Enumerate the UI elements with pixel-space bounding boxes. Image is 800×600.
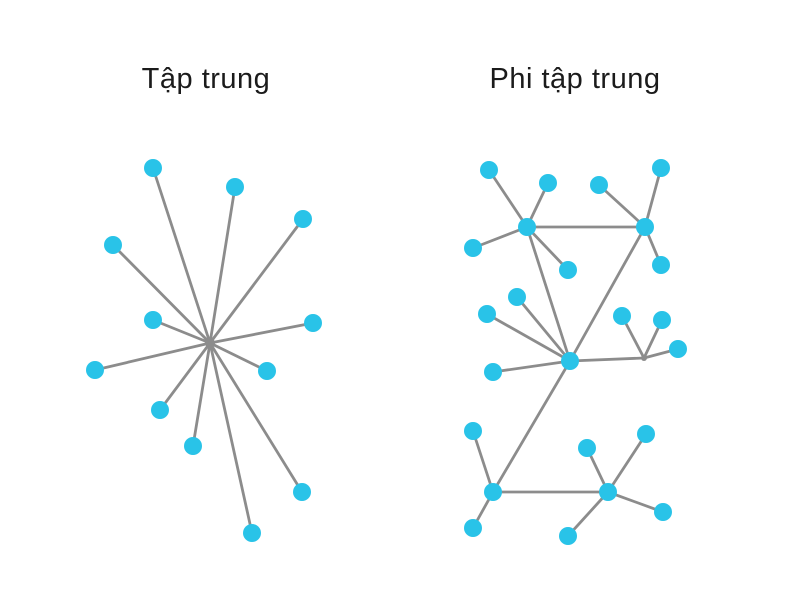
centralized-node xyxy=(258,362,276,380)
decentralized-node xyxy=(636,218,654,236)
centralized-edge xyxy=(111,243,212,345)
centralized-node xyxy=(184,437,202,455)
decentralized-edge xyxy=(606,490,665,514)
centralized-edge xyxy=(151,166,212,345)
decentralized-node xyxy=(539,174,557,192)
decentralized-edge xyxy=(471,225,529,250)
centralized-node xyxy=(293,483,311,501)
decentralized-edge xyxy=(515,295,572,363)
decentralized-node xyxy=(464,519,482,537)
decentralized-node xyxy=(480,161,498,179)
centralized-edge xyxy=(158,341,212,412)
centralized-edge xyxy=(208,185,237,345)
decentralized-edge xyxy=(487,168,529,229)
decentralized-title: Phi tập trung xyxy=(489,63,661,95)
decentralized-node xyxy=(669,340,687,358)
decentralized-edge xyxy=(568,356,646,363)
decentralized-node xyxy=(652,256,670,274)
centralized-node xyxy=(144,159,162,177)
decentralized-edge xyxy=(525,225,570,272)
decentralized-node xyxy=(478,305,496,323)
decentralized-node xyxy=(613,307,631,325)
decentralized-edge xyxy=(643,166,663,229)
decentralized-edge xyxy=(606,432,648,494)
centralized-title: Tập trung xyxy=(141,63,271,95)
decentralized-node xyxy=(559,527,577,545)
decentralized-node xyxy=(590,176,608,194)
centralized-edge xyxy=(93,341,212,372)
decentralized-edge xyxy=(566,490,610,538)
centralized-node xyxy=(243,524,261,542)
centralized-edge xyxy=(208,321,315,345)
decentralized-node xyxy=(508,288,526,306)
decentralized-edge xyxy=(491,359,572,494)
centralized-edge xyxy=(208,341,254,535)
decentralized-edge xyxy=(597,183,647,229)
centralized-edge xyxy=(191,341,212,448)
decentralized-node xyxy=(654,503,672,521)
centralized-node xyxy=(151,401,169,419)
centralized-node xyxy=(304,314,322,332)
decentralized-junction xyxy=(641,355,647,361)
centralized-edge xyxy=(208,341,304,494)
centralized-node xyxy=(144,311,162,329)
decentralized-edge xyxy=(491,359,572,374)
centralized-junction xyxy=(205,338,215,348)
decentralized-edge xyxy=(568,225,647,363)
decentralized-node xyxy=(464,239,482,257)
centralized-edge xyxy=(208,217,305,345)
centralized-edge xyxy=(151,318,212,345)
decentralized-node xyxy=(518,218,536,236)
centralized-node xyxy=(86,361,104,379)
decentralized-node xyxy=(653,311,671,329)
decentralized-node xyxy=(652,159,670,177)
decentralized-node xyxy=(484,363,502,381)
decentralized-node xyxy=(578,439,596,457)
centralized-edge xyxy=(208,341,269,373)
decentralized-node xyxy=(561,352,579,370)
decentralized-edge xyxy=(471,429,495,494)
centralized-node xyxy=(294,210,312,228)
decentralized-edge xyxy=(485,312,572,363)
decentralized-node xyxy=(637,425,655,443)
centralized-node xyxy=(226,178,244,196)
decentralized-node xyxy=(464,422,482,440)
decentralized-node xyxy=(599,483,617,501)
decentralized-node xyxy=(484,483,502,501)
decentralized-node xyxy=(559,261,577,279)
decentralized-edge xyxy=(525,225,572,363)
centralized-node xyxy=(104,236,122,254)
